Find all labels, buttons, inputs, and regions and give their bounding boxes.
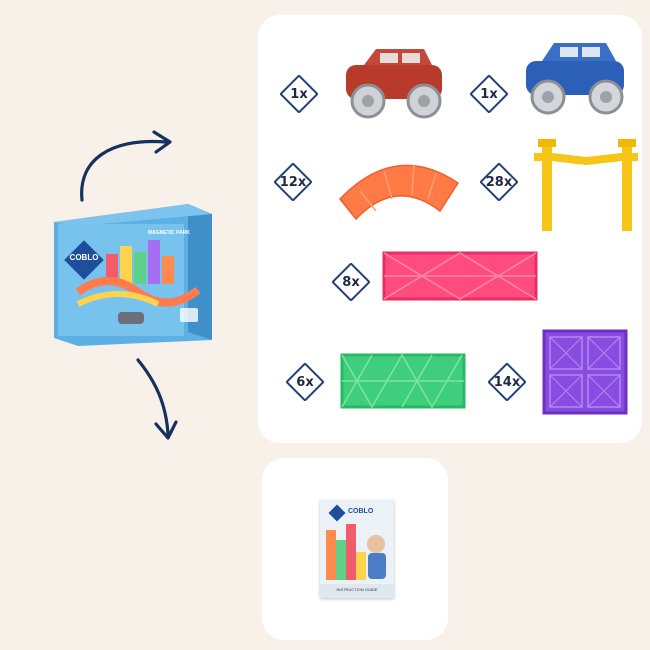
product-box: COBLO MAGNETIC PARK [48, 200, 214, 348]
quantity-label: 6x [296, 374, 314, 390]
quantity-label: 1x [290, 86, 308, 102]
quantity-label: 1x [480, 86, 498, 102]
product-box-illustration [54, 204, 212, 346]
yellow-post-icon [534, 139, 638, 231]
quantity-badge: 6x [284, 361, 326, 403]
manual-footer: INSTRUCTION GUIDE [336, 587, 378, 592]
parts-panel: 1x 1x 12x 28x [258, 15, 642, 443]
purple-square-tile-icon [542, 329, 628, 415]
red-car-icon [346, 49, 442, 119]
quantity-label: 14x [493, 374, 521, 390]
manual-logo [328, 504, 346, 522]
green-rectangle-tile-icon [340, 353, 466, 409]
manual-panel: COBLO INSTRUCTION GUIDE [262, 458, 448, 640]
curved-track-icon [339, 164, 460, 221]
quantity-label: 28x [485, 174, 513, 190]
manual-brand: COBLO [348, 508, 374, 515]
quantity-label: 8x [342, 274, 360, 290]
quantity-badge: 12x [272, 161, 314, 203]
quantity-badge: 1x [468, 73, 510, 115]
product-box-subtitle: MAGNETIC PARK [148, 230, 190, 236]
quantity-badge: 1x [278, 73, 320, 115]
pink-rectangle-tile-icon [382, 251, 538, 301]
quantity-badge: 28x [478, 161, 520, 203]
quantity-badge: 14x [486, 361, 528, 403]
product-box-logo: COBLO [64, 240, 104, 280]
instruction-manual: COBLO INSTRUCTION GUIDE [320, 500, 394, 598]
quantity-label: 12x [279, 174, 307, 190]
quantity-badge: 8x [330, 261, 372, 303]
arrow-up-right-icon [80, 130, 172, 202]
product-box-brand: COBLO [69, 253, 99, 262]
arrow-down-right-icon [136, 358, 178, 440]
blue-car-icon [526, 43, 624, 115]
